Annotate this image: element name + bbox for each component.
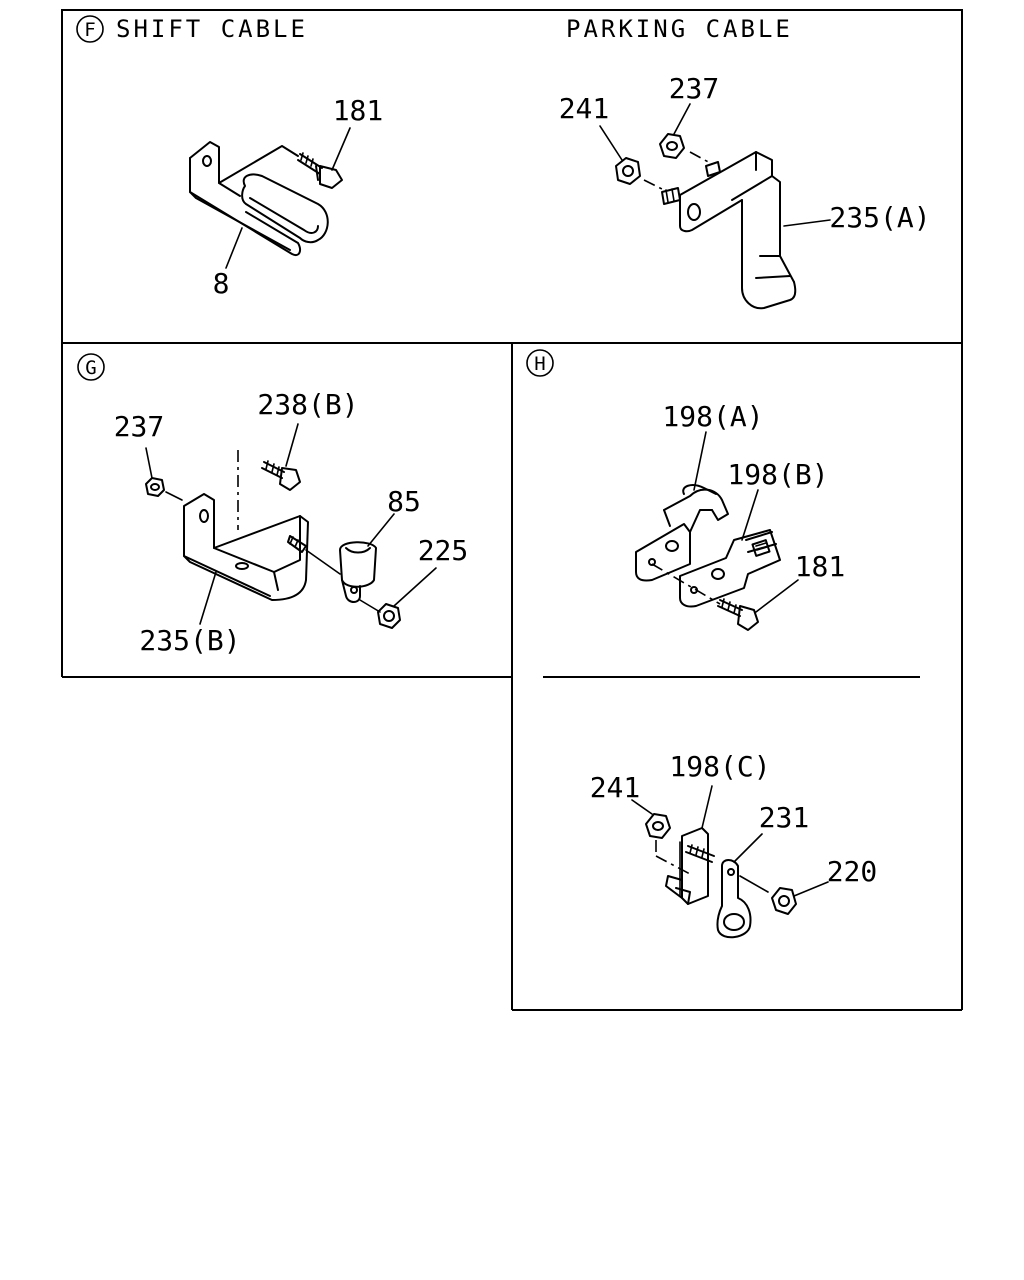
- bolt-238b-drawing: [261, 460, 301, 491]
- section-f-marker-circle: [76, 15, 104, 43]
- leader-198a: [693, 431, 707, 491]
- callout-241-h: 241: [590, 771, 641, 804]
- section-g-marker: G: [85, 357, 96, 379]
- callout-241-f: 241: [559, 92, 610, 125]
- leader-237-g: [145, 447, 153, 479]
- leader-220: [793, 881, 829, 897]
- section-h: H 198(A) 198(B): [526, 349, 878, 939]
- callout-237-g: 237: [114, 410, 165, 443]
- nut-237-f-drawing: [659, 133, 721, 177]
- callout-198c: 198(C): [669, 750, 770, 783]
- bracket-235a-drawing: [679, 151, 797, 310]
- section-g: G 238(B) 237: [77, 353, 469, 657]
- callout-220: 220: [827, 855, 878, 888]
- parking-cable-heading: PARKING CABLE: [566, 15, 793, 43]
- leader-225: [393, 567, 437, 607]
- callout-235b: 235(B): [139, 624, 240, 657]
- bracket-235b-drawing: [183, 493, 309, 601]
- leader-198b: [741, 489, 759, 541]
- leader-181-f: [331, 127, 351, 171]
- nut-241-f-drawing: [615, 157, 681, 205]
- leader-235b: [199, 571, 217, 625]
- nut-237-g-drawing: [145, 477, 183, 501]
- leader-198c: [701, 785, 713, 829]
- callout-181-h: 181: [795, 550, 846, 583]
- bracket-8-drawing: [189, 141, 329, 256]
- diagram-frames: [61, 9, 963, 1011]
- leader-235a: [783, 219, 831, 227]
- callout-225: 225: [418, 534, 469, 567]
- section-f-marker: F: [84, 19, 95, 41]
- callout-181-f: 181: [333, 94, 384, 127]
- section-h-marker-circle: [526, 349, 554, 377]
- bracket-198b-drawing: [679, 529, 781, 608]
- callout-235a: 235(A): [829, 201, 930, 234]
- bolt-181-drawing: [297, 152, 343, 189]
- shift-cable-heading: SHIFT CABLE: [116, 15, 308, 43]
- nut-220-drawing: [771, 887, 797, 915]
- callout-8: 8: [213, 267, 230, 300]
- clip-231-drawing: [716, 859, 769, 939]
- callout-198b: 198(B): [727, 458, 828, 491]
- nut-241-h-drawing: [645, 813, 691, 875]
- section-h-marker: H: [534, 353, 545, 375]
- section-f: F SHIFT CABLE PARKING CABLE 181 8: [76, 15, 931, 310]
- leader-238b: [285, 423, 299, 467]
- leader-8: [225, 227, 243, 269]
- callout-238b: 238(B): [257, 388, 358, 421]
- clip-85-drawing: [287, 535, 381, 613]
- callout-85: 85: [387, 485, 421, 518]
- leader-241-f: [599, 125, 623, 161]
- callout-237-f: 237: [669, 72, 720, 105]
- bracket-198a-drawing: [635, 484, 729, 582]
- leader-231: [733, 833, 763, 863]
- leader-181-h: [755, 579, 799, 613]
- callout-231: 231: [759, 801, 810, 834]
- nut-225-drawing: [377, 603, 401, 629]
- bolt-181-h-drawing: [651, 563, 759, 631]
- section-g-marker-circle: [77, 353, 105, 381]
- callout-198a: 198(A): [662, 400, 763, 433]
- leader-237-f: [673, 103, 691, 135]
- leader-241-h: [631, 799, 653, 815]
- leader-85: [367, 513, 395, 547]
